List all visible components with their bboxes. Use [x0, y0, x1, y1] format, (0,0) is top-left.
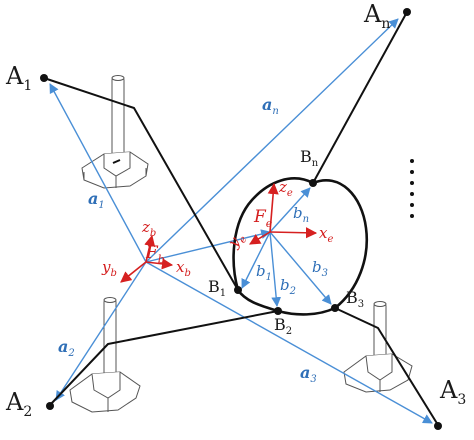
label-Fe: Fe — [253, 207, 273, 230]
fixture-bottom-left — [69, 297, 141, 413]
label-A2: A2 — [5, 388, 32, 420]
base-z-axis — [144, 234, 156, 263]
cable-1 — [43, 77, 239, 291]
vector-b2 — [269, 231, 282, 307]
base-y-axis — [120, 261, 147, 283]
label-B1: B1 — [208, 277, 226, 299]
cables — [43, 11, 439, 426]
ee-frame-axes — [249, 182, 318, 245]
attach-b3 — [331, 304, 339, 312]
b-vectors — [241, 187, 332, 307]
base-x-axis — [145, 258, 174, 270]
label-A1: A1 — [5, 62, 32, 94]
vector-b3 — [269, 231, 332, 305]
label-a1: a1 — [88, 189, 105, 211]
label-xe: xe — [319, 224, 333, 245]
anchor-an — [403, 8, 411, 16]
vector-a1 — [49, 83, 147, 263]
attach-bn — [309, 179, 317, 187]
label-B3: B3 — [346, 288, 364, 310]
label-an: an — [262, 95, 279, 117]
vector-a3 — [145, 261, 433, 424]
vector-bn — [269, 187, 311, 233]
cable-3 — [334, 307, 439, 426]
anchor-a1 — [40, 74, 48, 82]
label-B2: B2 — [274, 315, 292, 337]
cable-2 — [49, 310, 279, 406]
anchor-a2 — [46, 402, 54, 410]
label-zb: zb — [141, 218, 156, 239]
label-yb: yb — [101, 258, 117, 279]
label-xb: xb — [176, 258, 191, 279]
cable-n-base — [112, 159, 121, 164]
fixture-bottom-right — [343, 301, 413, 393]
anchor-points — [40, 8, 442, 430]
cable-n — [312, 11, 408, 184]
vector-an — [145, 18, 399, 263]
label-a2: a2 — [58, 337, 75, 359]
ee-x-axis — [269, 227, 318, 239]
fixture-top-left — [81, 75, 149, 189]
continuation-dots — [410, 159, 414, 218]
label-A3: A3 — [439, 376, 466, 408]
anchor-a3 — [434, 422, 442, 430]
vector-a2 — [55, 261, 147, 401]
ee-z-axis — [267, 182, 279, 233]
label-Bn: Bn — [300, 147, 319, 169]
attach-b2 — [274, 307, 282, 315]
label-a3: a3 — [300, 363, 317, 385]
base-frame-axes — [120, 234, 174, 283]
label-An: An — [363, 0, 390, 32]
attach-b1 — [234, 286, 242, 294]
label-b2: b2 — [280, 276, 296, 297]
a-vectors — [49, 18, 433, 424]
label-b3: b3 — [312, 258, 328, 279]
label-b1: b1 — [256, 262, 272, 283]
vector-b1 — [241, 231, 271, 289]
label-Fb: Fb — [145, 243, 165, 266]
label-ze: ze — [278, 178, 293, 199]
label-bn: bn — [293, 204, 309, 225]
ee-y-axis — [249, 231, 271, 245]
